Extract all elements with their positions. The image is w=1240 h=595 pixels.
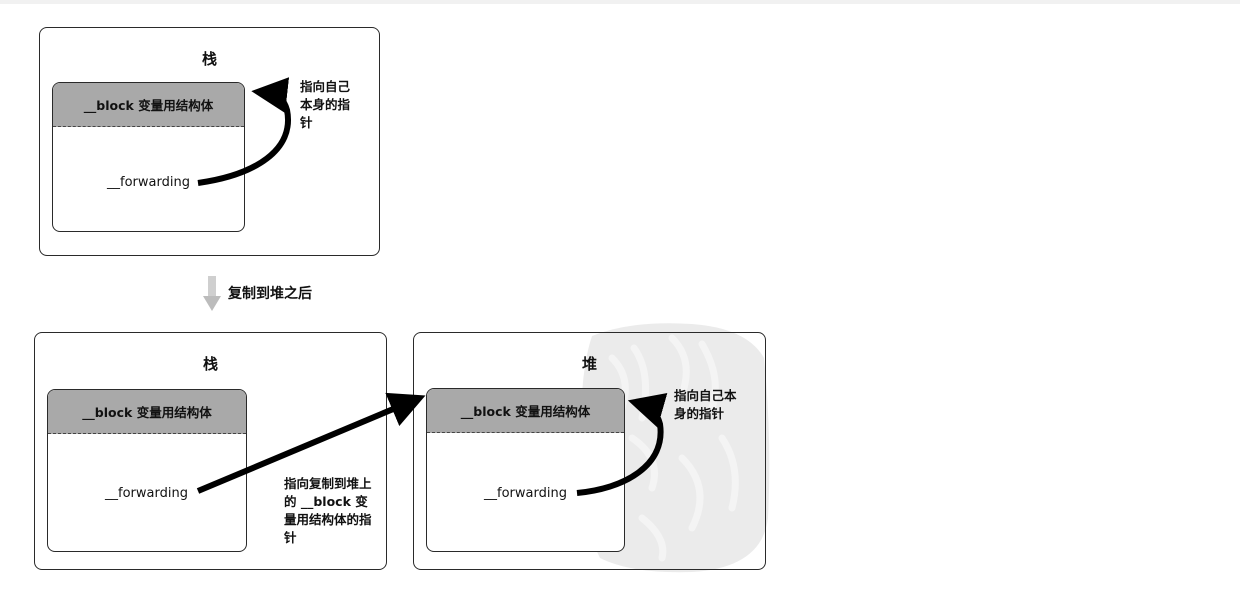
- stack-panel-before: 栈 __block 变量用结构体 __forwarding: [39, 27, 380, 256]
- heap-title: 堆: [581, 355, 597, 373]
- block-struct-stack-after: __block 变量用结构体: [47, 389, 247, 552]
- self-pointer-arrow-top: [197, 77, 292, 186]
- struct-header: __block 变量用结构体: [53, 83, 244, 127]
- seal-watermark: [581, 323, 770, 573]
- cross-pointer-note: 指向复制到堆上的 __block 变量用结构体的指针: [284, 476, 372, 545]
- self-pointer-arrow-heap: [576, 392, 668, 496]
- forwarding-label: __forwarding: [105, 486, 188, 501]
- down-arrow-icon: [203, 276, 221, 311]
- cross-pointer-arrow: [196, 392, 426, 494]
- copy-to-heap-label: 复制到堆之后: [228, 286, 312, 302]
- stack-panel-after: 栈 __block 变量用结构体 __forwarding: [34, 332, 387, 570]
- stack-title: 栈: [202, 355, 218, 373]
- struct-header: __block 变量用结构体: [427, 389, 624, 433]
- forwarding-label: __forwarding: [484, 486, 567, 501]
- block-struct-heap: __block 变量用结构体: [426, 388, 625, 552]
- top-divider: [0, 0, 1240, 4]
- struct-header: __block 变量用结构体: [48, 390, 246, 434]
- self-pointer-note-heap: 指向自己本身的指针: [674, 388, 737, 421]
- stack-title: 栈: [201, 50, 217, 68]
- self-pointer-note-top: 指向自己本身的指针: [300, 79, 351, 130]
- forwarding-label: __forwarding: [107, 175, 190, 190]
- block-struct-stack-before: __block 变量用结构体: [52, 82, 245, 232]
- heap-panel: 堆 __block 变量用结构体 __forwarding: [413, 332, 766, 570]
